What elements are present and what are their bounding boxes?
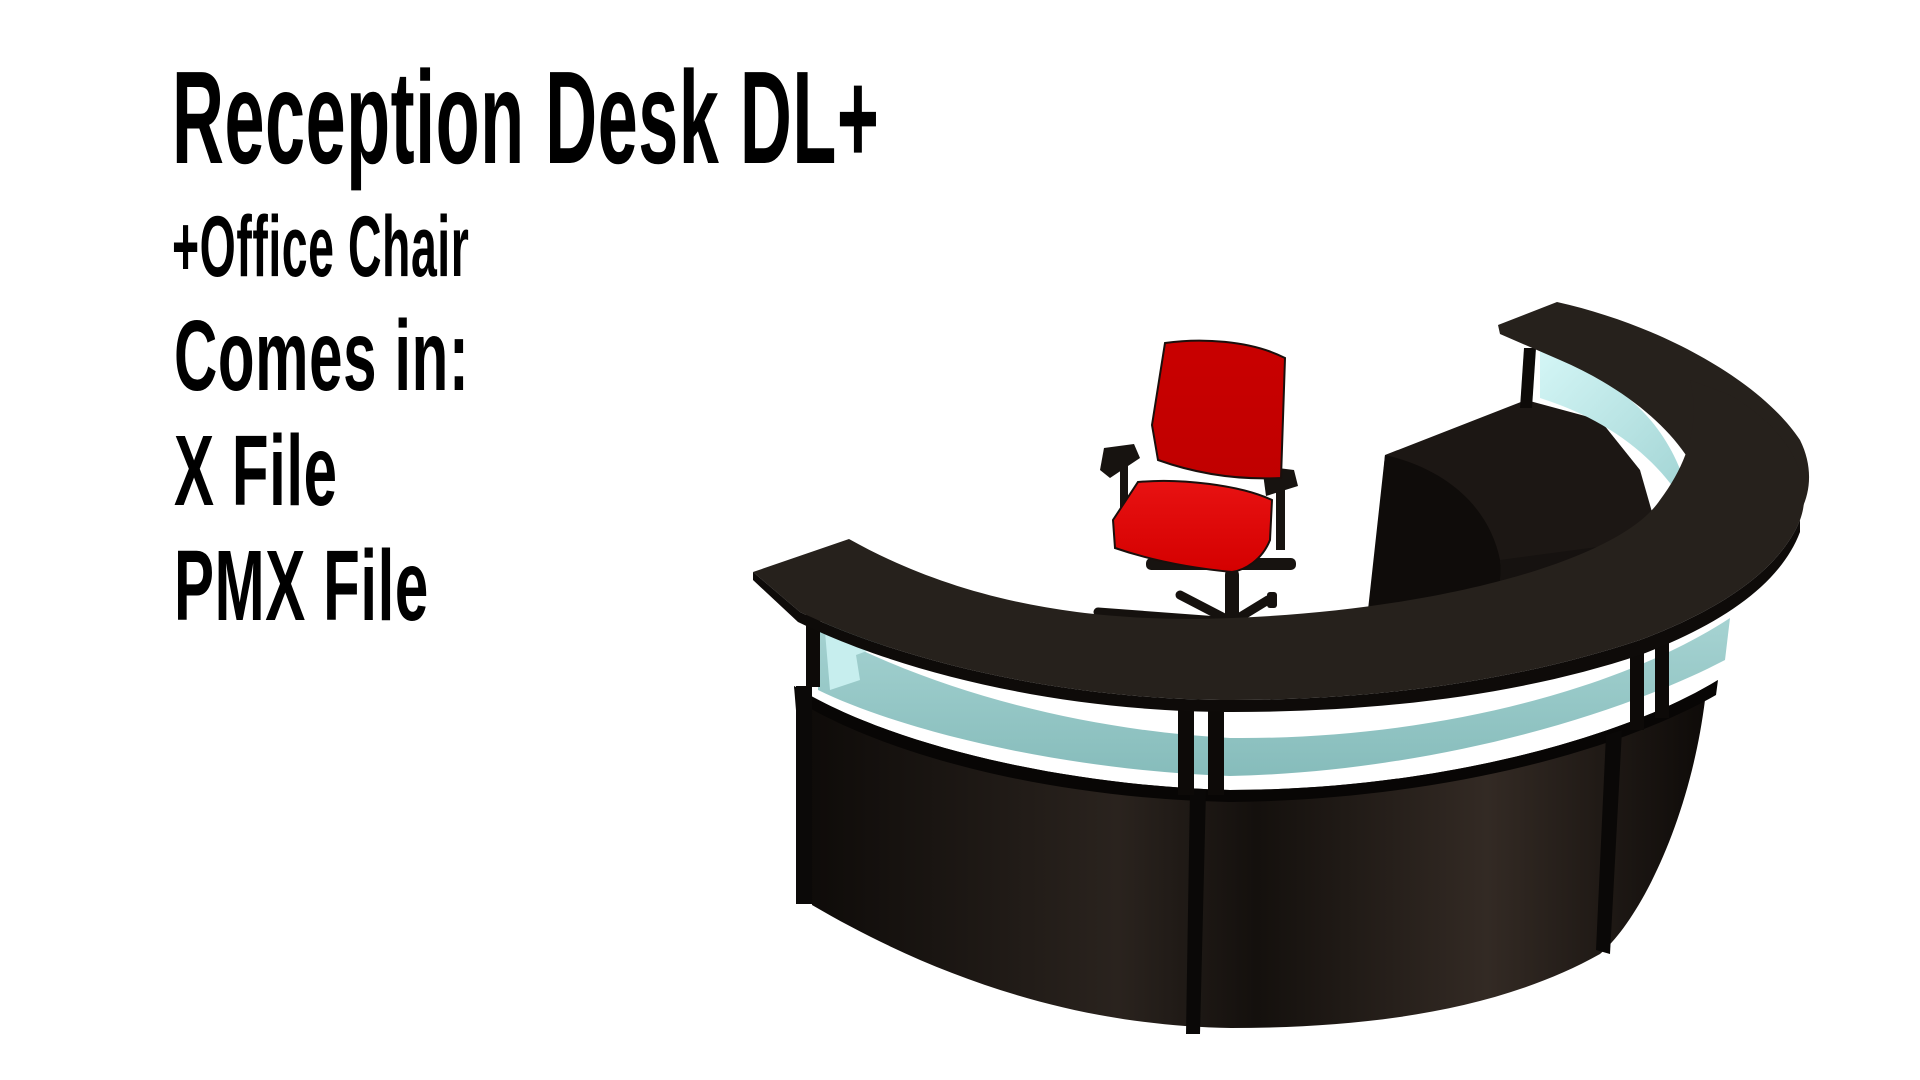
product-subtitle: +Office Chair xyxy=(172,199,470,295)
desk-top xyxy=(753,380,1805,712)
office-chair xyxy=(1093,339,1298,667)
format-item-pmx-file: PMX File xyxy=(174,530,429,642)
product-title: Reception Desk DL+ xyxy=(172,44,880,191)
format-item-x-file: X File xyxy=(174,415,338,527)
desk-body xyxy=(794,612,1718,1034)
formats-heading: Comes in: xyxy=(174,300,470,412)
